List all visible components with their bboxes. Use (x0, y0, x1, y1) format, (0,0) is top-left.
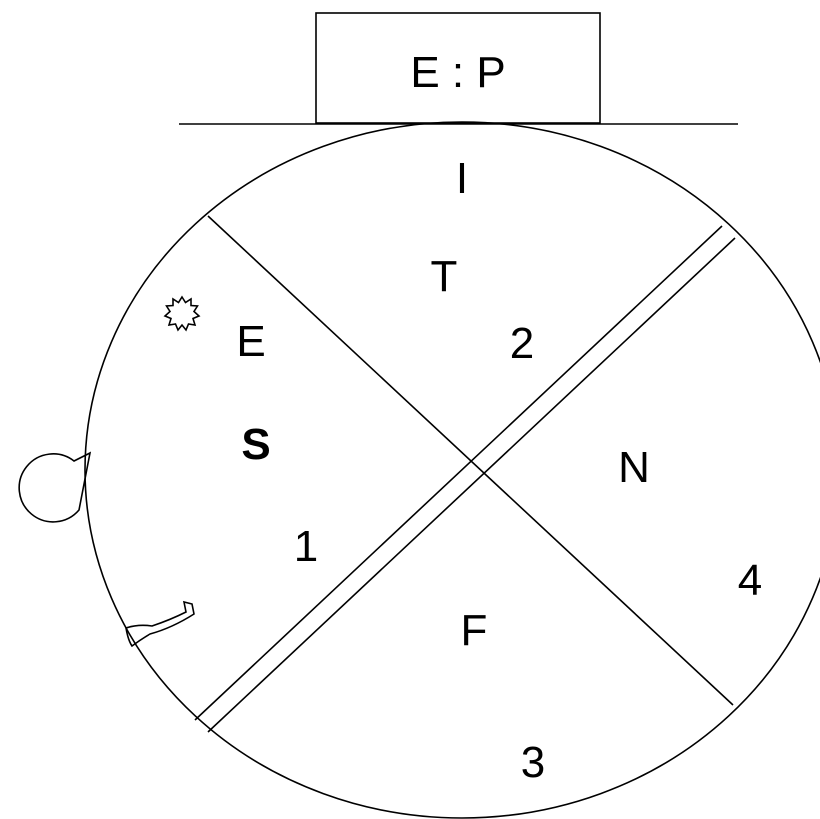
main-circle (84, 121, 820, 819)
double-diagonal-line-a (194, 225, 723, 721)
right-quadrant-letter: N (618, 443, 650, 492)
double-diagonal-line-b (207, 237, 736, 733)
bottom-quadrant-letter: F (461, 606, 488, 655)
right-quadrant-number: 4 (738, 556, 762, 605)
sun-burst-icon (163, 295, 201, 332)
ribbon-scroll-icon (125, 600, 195, 648)
top-quadrant-secondary-letter: T (431, 252, 458, 301)
left-quadrant-secondary-letter: S (241, 420, 270, 469)
diagonal-line-nw-se (207, 215, 734, 706)
bottom-quadrant-number: 3 (521, 738, 545, 787)
top-quadrant-number: 2 (510, 319, 534, 368)
header-box-label: E : P (410, 48, 505, 97)
top-quadrant-letter: I (456, 154, 468, 203)
left-quadrant-number: 1 (294, 522, 318, 571)
left-quadrant-letter: E (236, 317, 265, 366)
header-box (315, 12, 601, 124)
speech-bubble-icon (18, 451, 92, 523)
